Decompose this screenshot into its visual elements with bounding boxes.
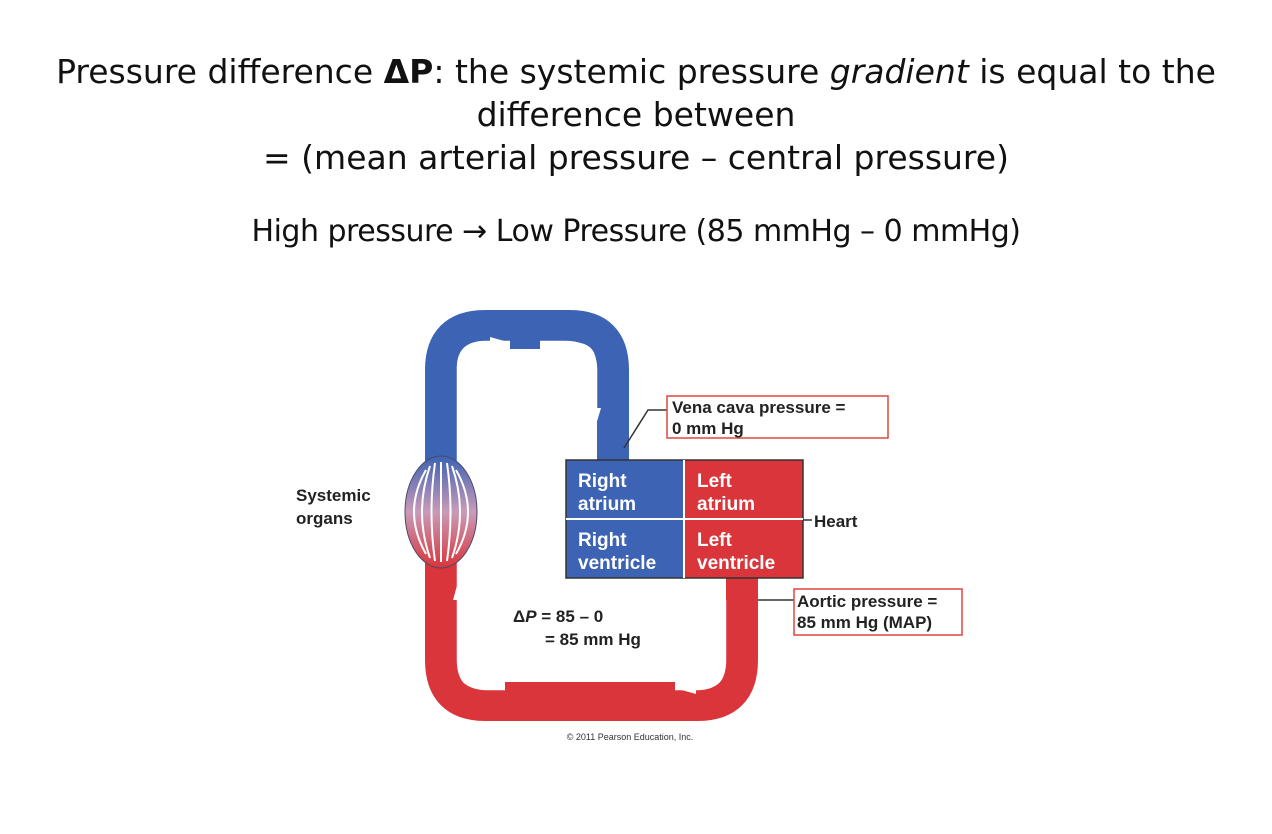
- left-atrium-label: atrium: [697, 494, 755, 515]
- heading-line-3: = (mean arterial pressure – central pres…: [263, 138, 1009, 177]
- copyright-notice: © 2011 Pearson Education, Inc.: [567, 732, 694, 742]
- flow-gap: [505, 682, 675, 696]
- left-atrium: [684, 460, 803, 519]
- aortic-callout: [793, 588, 963, 636]
- flow-gap: [510, 335, 540, 349]
- right-atrium: [566, 460, 684, 519]
- vena-cava-label: Vena cava pressure =: [672, 398, 846, 417]
- heart-label: Heart: [814, 512, 858, 531]
- vena-cava-value: 0 mm Hg: [672, 419, 744, 438]
- systemic-organs-label: organs: [296, 509, 353, 528]
- delta-p-equation: ΔP = 85 – 0: [513, 607, 603, 626]
- arterial-pipe: [425, 545, 758, 721]
- delta-p-result: = 85 mm Hg: [545, 630, 641, 649]
- capillary-lines: [413, 462, 469, 562]
- aortic-value: 85 mm Hg (MAP): [797, 613, 932, 632]
- vena-cava-leader-line: [623, 409, 667, 449]
- venous-return-pipe: [425, 310, 629, 480]
- arrow-right-icon: [490, 337, 508, 347]
- heading-line-1: Pressure difference ΔP: the systemic pre…: [56, 52, 1216, 91]
- right-atrium-label: Right: [578, 471, 627, 492]
- left-ventricle-label: Left: [697, 530, 733, 551]
- right-ventricle-label: ventricle: [578, 553, 656, 574]
- delta-p-symbol: ΔP: [383, 52, 434, 91]
- vena-cava-callout: [666, 395, 889, 439]
- aortic-label: Aortic pressure =: [797, 592, 937, 611]
- arrow-left-icon: [678, 684, 696, 694]
- arrow-up-icon: [453, 582, 463, 600]
- systemic-organs-label: Systemic: [296, 486, 371, 505]
- heading-line-2: difference between: [476, 95, 796, 134]
- pressure-subheading: High pressure → Low Pressure (85 mmHg – …: [251, 214, 1021, 249]
- right-ventricle-label: Right: [578, 530, 627, 551]
- heading: Pressure difference ΔP: the systemic pre…: [20, 50, 1252, 179]
- left-atrium-label: Left: [697, 471, 733, 492]
- right-atrium-label: atrium: [578, 494, 636, 515]
- right-ventricle: [566, 519, 684, 578]
- arrow-down-icon: [591, 408, 601, 425]
- left-ventricle: [684, 519, 803, 578]
- heart: [565, 459, 804, 579]
- gradient-word: gradient: [829, 52, 969, 91]
- left-ventricle-label: ventricle: [697, 553, 775, 574]
